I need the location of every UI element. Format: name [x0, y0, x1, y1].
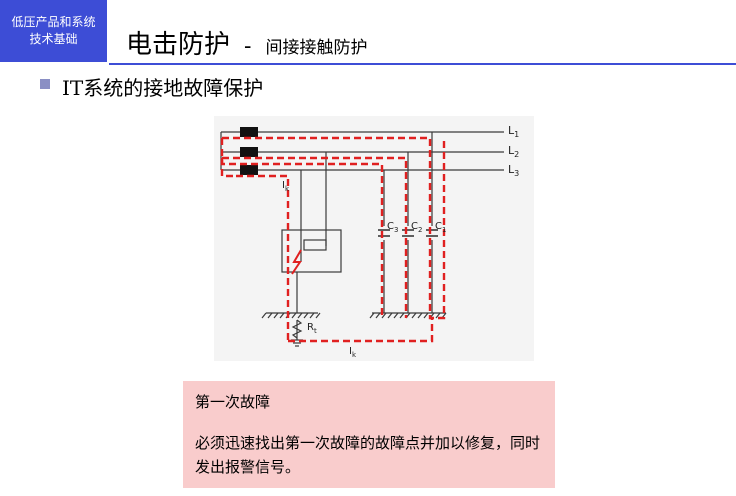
ground-hatch-caps: [369, 312, 447, 319]
diagram-background: [214, 116, 534, 361]
fault-path-l3-loop: [220, 138, 384, 318]
capacitors: [378, 229, 438, 237]
svg-text:C1: C1: [435, 221, 446, 234]
label-l3: L: [508, 163, 515, 176]
fuse-l1: [240, 127, 258, 137]
fuses: [240, 127, 258, 175]
svg-text:L3: L3: [508, 163, 519, 178]
label-l1: L: [508, 124, 515, 137]
label-c1: C: [435, 221, 442, 232]
note-title: 第一次故障: [195, 393, 271, 411]
svg-text:C3: C3: [387, 221, 398, 234]
svg-text:L2: L2: [508, 144, 519, 159]
label-c2-sub: 2: [418, 226, 422, 234]
load-element: [303, 239, 327, 251]
label-ik-top-sub: k: [285, 185, 290, 193]
label-c3: C: [387, 221, 394, 232]
fault-path-load: [236, 174, 290, 341]
label-l2: L: [508, 144, 515, 157]
rt-resistor: [291, 319, 303, 339]
fault-path-l2: [222, 156, 408, 318]
svg-text:Rt: Rt: [307, 322, 317, 335]
note-body: 必须迅速找出第一次故障的故障点并加以修复，同时发出报警信号。: [195, 434, 541, 476]
fuse-l3: [240, 165, 258, 175]
bullet-square-icon: [40, 79, 50, 89]
badge-line-2: 技术基础: [29, 32, 78, 46]
fault-path-l1: [222, 136, 446, 320]
label-ik-bottom: I: [349, 346, 352, 357]
fault-path-return: [288, 318, 434, 343]
title-subtitle: 间接接触防护: [265, 38, 368, 58]
title-main: 电击防护: [126, 30, 231, 60]
label-ik-top: I: [282, 180, 285, 191]
fault-current-path: [220, 136, 446, 343]
label-l2-sub: 2: [514, 150, 519, 159]
label-ik-bottom-sub: k: [352, 351, 357, 359]
fuse-l2: [240, 147, 258, 157]
it-system-fault-diagram: L1 L2 L3 Ik Ik C3 C2 C1 Rt: [214, 116, 534, 361]
svg-text:L1: L1: [508, 124, 519, 139]
bullet-heading: IT系统的接地故障保护: [62, 76, 264, 100]
badge-line-1: 低压产品和系统: [11, 15, 96, 29]
label-rt-sub: t: [314, 327, 317, 335]
circuit-svg: L1 L2 L3 Ik Ik C3 C2 C1 Rt: [214, 116, 534, 361]
svg-text:Ik: Ik: [349, 346, 357, 359]
fault-bolt-icon: [291, 249, 302, 275]
label-c3-sub: 3: [394, 226, 398, 234]
phase-lines: [220, 131, 504, 340]
diagram-labels: L1 L2 L3 Ik Ik C3 C2 C1 Rt: [282, 124, 519, 359]
fault-path-source: [220, 158, 236, 178]
title-separator: -: [244, 34, 252, 59]
label-c2: C: [411, 221, 418, 232]
label-l1-sub: 1: [514, 130, 519, 139]
header-divider: [109, 63, 736, 65]
svg-text:C2: C2: [411, 221, 422, 234]
first-fault-note: 第一次故障 必须迅速找出第一次故障的故障点并加以修复，同时发出报警信号。: [183, 381, 555, 488]
svg-text:Ik: Ik: [282, 180, 290, 193]
section-badge: 低压产品和系统 技术基础: [0, 0, 107, 62]
label-rt: R: [307, 322, 314, 333]
label-l3-sub: 3: [514, 169, 519, 178]
label-c1-sub: 1: [442, 226, 446, 234]
page-title: 电击防护-间接接触防护: [126, 24, 367, 61]
load-enclosure: [281, 229, 342, 273]
